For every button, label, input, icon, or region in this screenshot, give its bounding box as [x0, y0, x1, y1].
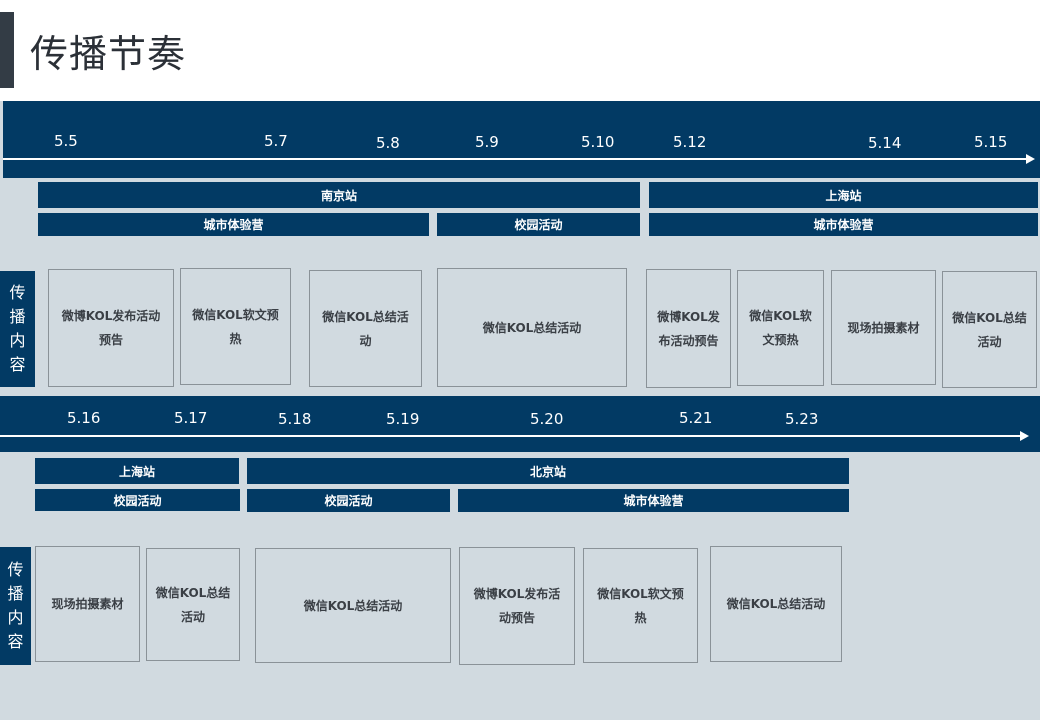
station-bar: 上海站 [649, 182, 1038, 208]
side-label-content-2: 传 播 内 容 [0, 547, 31, 665]
date-label: 5.19 [386, 410, 420, 428]
date-label: 5.20 [530, 410, 564, 428]
content-box: 微博KOL发布活动预告 [48, 269, 174, 387]
content-box: 微信KOL总结活动 [146, 548, 240, 661]
date-label: 5.15 [974, 133, 1008, 151]
date-label: 5.8 [376, 134, 400, 152]
date-label: 5.7 [264, 132, 288, 150]
date-label: 5.10 [581, 133, 615, 151]
title-accent-bar [0, 12, 14, 88]
content-box: 微信KOL软文预热 [583, 548, 698, 663]
date-label: 5.21 [679, 409, 713, 427]
activity-bar: 校园活动 [437, 213, 640, 236]
date-label: 5.12 [673, 133, 707, 151]
station-bar: 南京站 [38, 182, 640, 208]
content-box: 微信KOL总结活动 [309, 270, 422, 387]
content-box: 微信KOL总结活动 [437, 268, 627, 387]
side-label-char: 容 [7, 632, 24, 651]
date-label: 5.14 [868, 134, 902, 152]
side-label-char: 内 [9, 331, 26, 350]
station-bar: 北京站 [247, 458, 849, 484]
content-box: 微博KOL发布活动预告 [459, 547, 575, 665]
content-box: 微信KOL软文预热 [180, 268, 291, 385]
date-label: 5.18 [278, 410, 312, 428]
timeline-arrow-1 [3, 154, 1035, 164]
station-bar: 上海站 [35, 458, 239, 484]
date-label: 5.17 [174, 409, 208, 427]
content-box: 现场拍摄素材 [831, 270, 936, 385]
activity-bar: 城市体验营 [38, 213, 429, 236]
activity-bar: 城市体验营 [649, 213, 1038, 236]
date-label: 5.16 [67, 409, 101, 427]
activity-bar: 校园活动 [35, 489, 240, 511]
side-label-char: 容 [9, 355, 26, 374]
content-box: 微信KOL总结活动 [942, 271, 1037, 388]
side-label-char: 播 [9, 307, 26, 326]
side-label-content-1: 传 播 内 容 [0, 271, 35, 387]
activity-bar: 校园活动 [247, 489, 450, 512]
side-label-char: 内 [7, 608, 24, 627]
timeline-arrow-2 [0, 431, 1029, 441]
date-label: 5.9 [475, 133, 499, 151]
side-label-char: 传 [7, 560, 24, 579]
content-box: 微博KOL发布活动预告 [646, 269, 731, 388]
side-label-char: 传 [9, 283, 26, 302]
content-box: 微信KOL总结活动 [255, 548, 451, 663]
side-label-char: 播 [7, 584, 24, 603]
content-box: 现场拍摄素材 [35, 546, 140, 662]
date-label: 5.5 [54, 132, 78, 150]
page-title: 传播节奏 [30, 32, 187, 76]
content-box: 微信KOL软文预热 [737, 270, 824, 386]
content-box: 微信KOL总结活动 [710, 546, 842, 662]
activity-bar: 城市体验营 [458, 489, 849, 512]
timeline-band-1 [3, 101, 1040, 178]
date-label: 5.23 [785, 410, 819, 428]
timeline-band-2 [0, 396, 1040, 452]
